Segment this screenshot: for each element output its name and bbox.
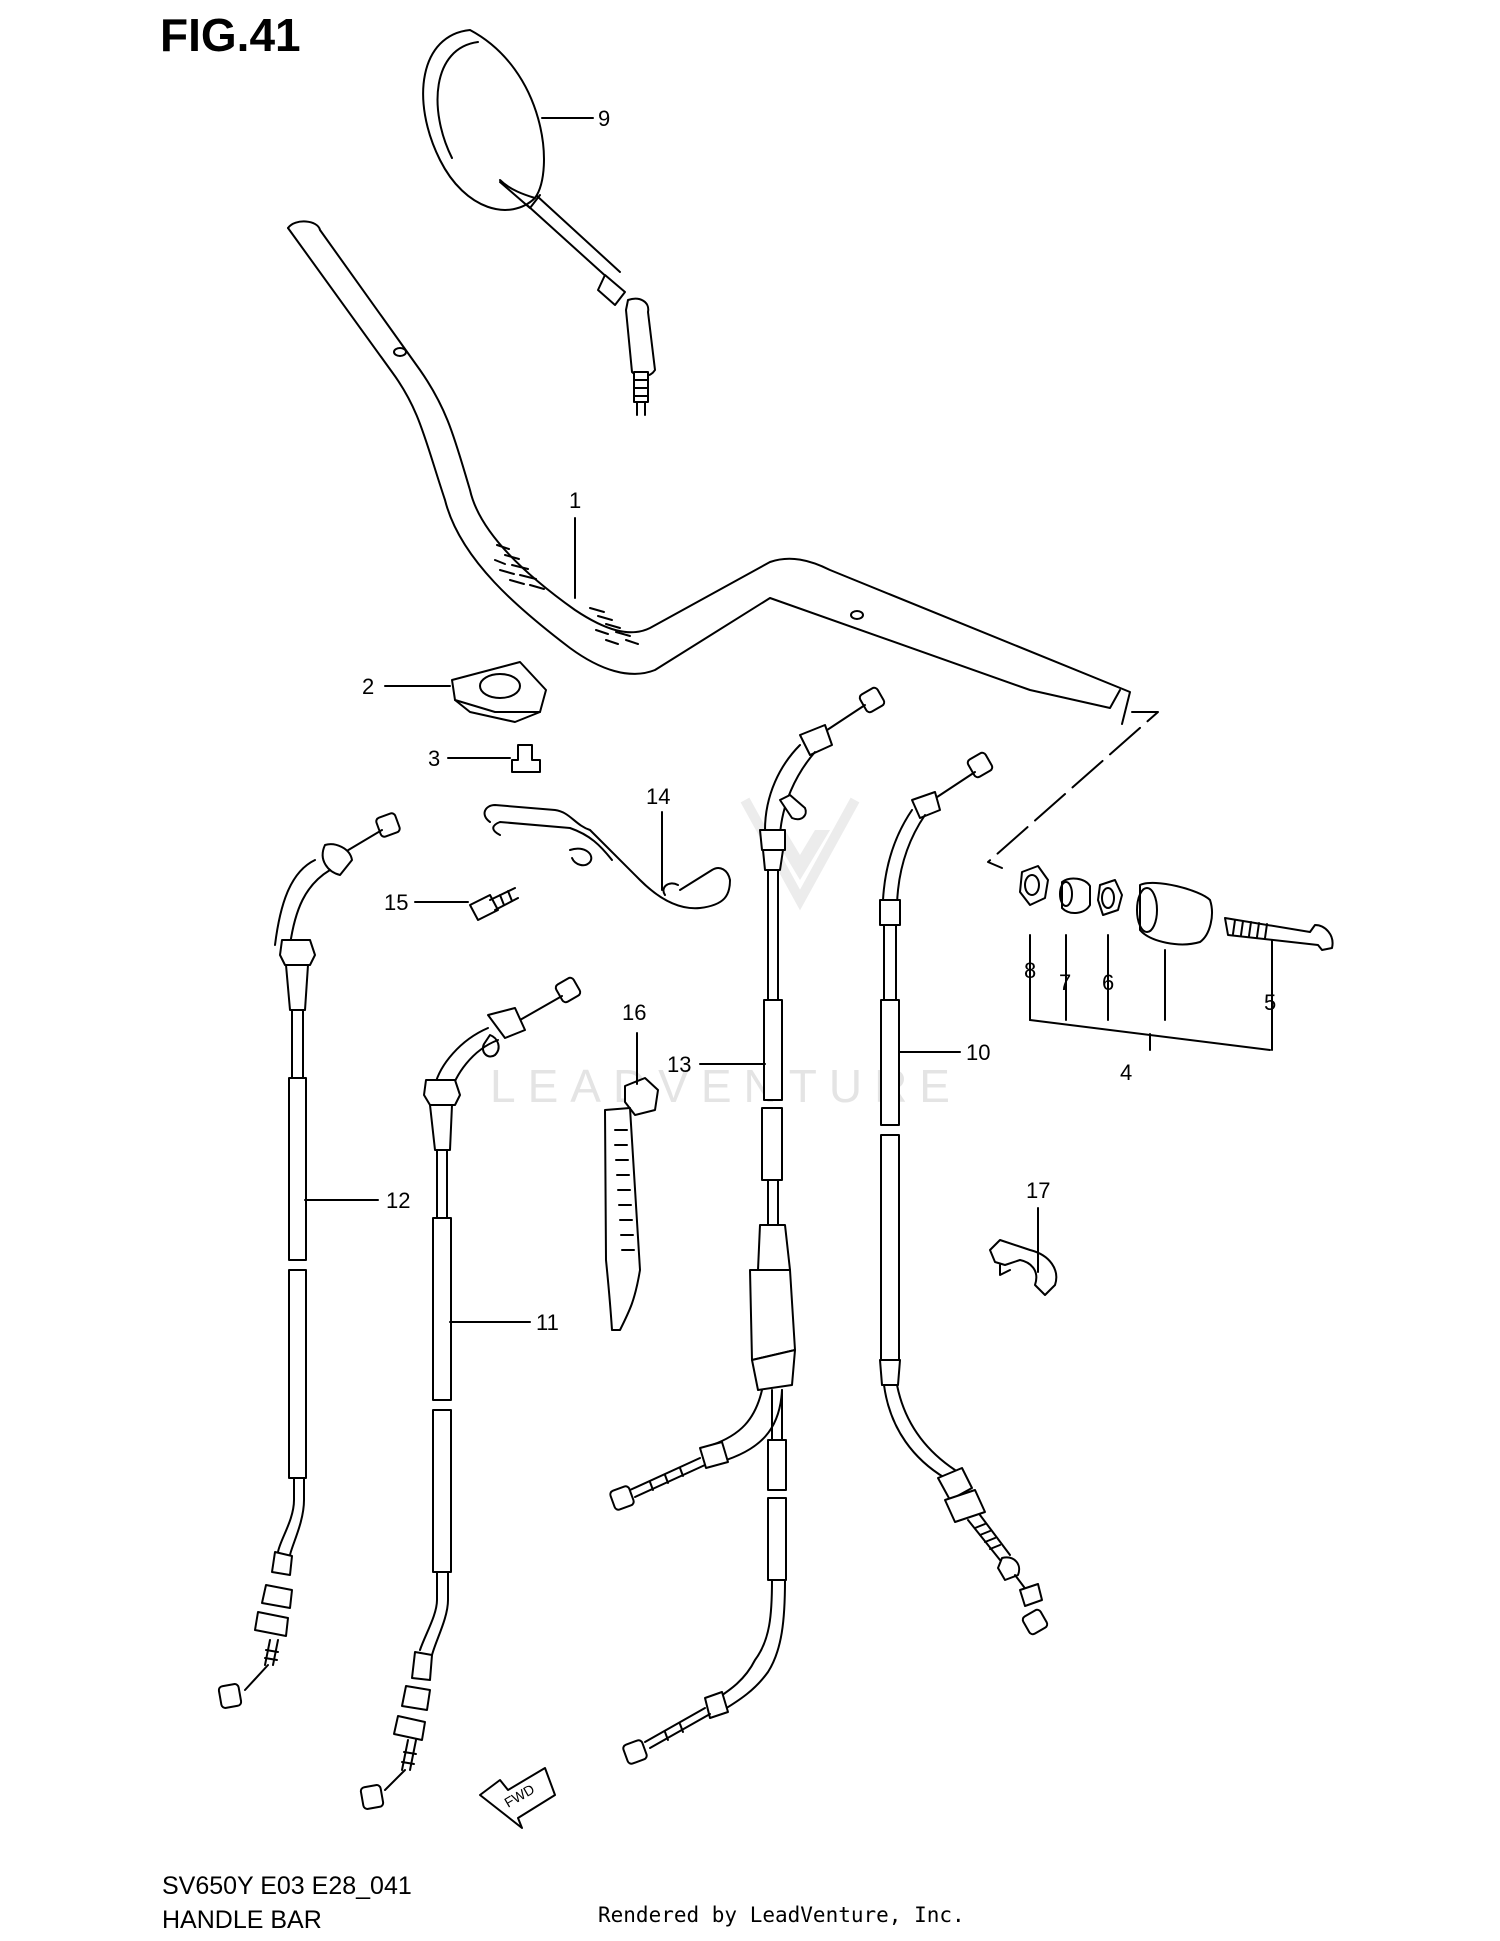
callout-11: 11 [536,1310,559,1335]
callout-7: 7 [1059,970,1071,995]
watermark-text: LEADVENTURE [490,1060,962,1112]
callout-2: 2 [362,674,374,699]
callout-13: 13 [667,1052,691,1077]
fwd-arrow: FWD [479,1767,556,1829]
callout-15: 15 [384,890,408,915]
tie-16 [604,1077,659,1331]
model-code: SV650Y E03 E28_041 [162,1872,412,1900]
section-name: HANDLE BAR [162,1906,322,1934]
callout-5: 5 [1264,990,1276,1015]
callout-4: 4 [1120,1060,1132,1085]
callout-12: 12 [386,1188,410,1213]
callout-10: 10 [966,1040,990,1065]
callout-1: 1 [569,488,581,513]
balancer-parts [987,711,1334,1051]
callout-16: 16 [622,1000,646,1025]
cable-10 [879,751,1049,1636]
screw-part [511,744,541,773]
cable-12 [217,812,401,1709]
cable-13 [609,686,886,1765]
holder-part [451,661,547,723]
figure-title: FIG.41 [160,9,301,61]
mirror [422,29,656,416]
cable-11 [359,976,582,1810]
bolt-15 [469,887,519,921]
callout-3: 3 [428,746,440,771]
callout-17: 17 [1026,1178,1050,1203]
leader-lines [304,117,1039,1323]
callout-6: 6 [1102,970,1114,995]
render-credit: Rendered by LeadVenture, Inc. [598,1903,965,1927]
callout-8: 8 [1024,958,1036,983]
cable-guide [483,804,731,910]
callout-9: 9 [598,106,610,131]
handle-bar [287,220,1131,725]
clamp-17 [989,1239,1058,1296]
callouts: 9 1 2 3 14 15 8 7 6 5 4 16 13 10 12 11 1… [362,106,1276,1335]
callout-14: 14 [646,784,670,809]
